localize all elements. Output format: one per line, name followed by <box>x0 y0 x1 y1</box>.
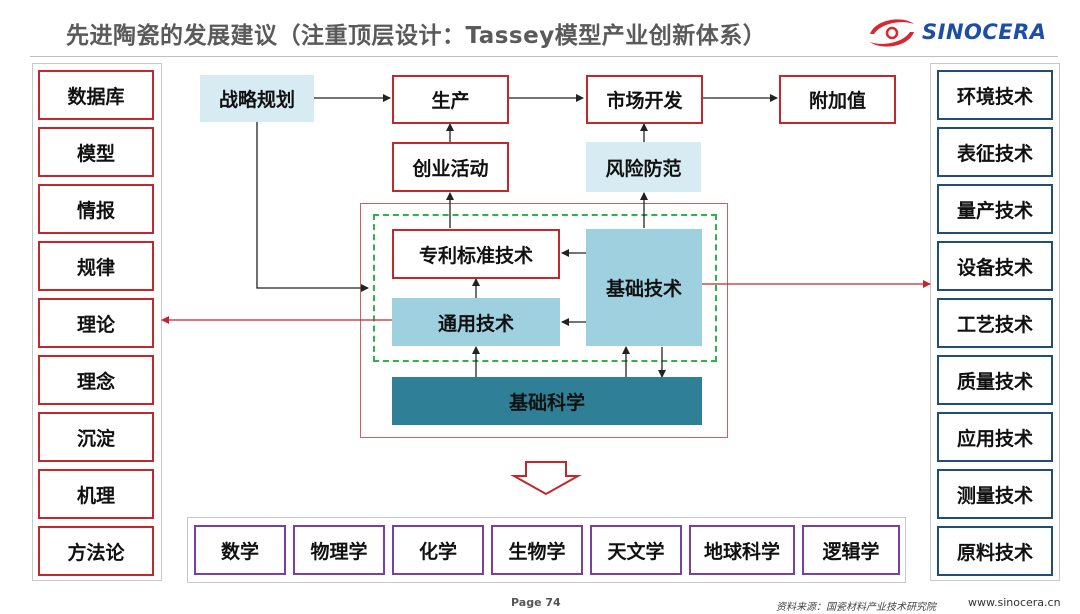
right-item-measurement-tech: 测量技术 <box>937 469 1053 519</box>
entrepreneurship-box: 创业活动 <box>392 142 509 192</box>
left-item-database: 数据库 <box>38 70 154 120</box>
logo-text: SINOCERA <box>922 20 1047 44</box>
bottom-item-logic: 逻辑学 <box>802 525 900 575</box>
company-logo: SINOCERA <box>864 14 1054 52</box>
bottom-item-astronomy: 天文学 <box>590 525 682 575</box>
base-tech-box: 基础技术 <box>586 229 702 346</box>
left-item-model: 模型 <box>38 127 154 177</box>
patent-standard-tech-box: 专利标准技术 <box>392 229 560 279</box>
bottom-item-physics: 物理学 <box>293 525 385 575</box>
bottom-item-biology: 生物学 <box>491 525 583 575</box>
left-item-intelligence: 情报 <box>38 184 154 234</box>
risk-prevention-box: 风险防范 <box>586 142 701 192</box>
left-item-law: 规律 <box>38 241 154 291</box>
right-item-mass-production-tech: 量产技术 <box>937 184 1053 234</box>
right-item-raw-material-tech: 原料技术 <box>937 526 1053 576</box>
right-item-equipment-tech: 设备技术 <box>937 241 1053 291</box>
right-item-environment-tech: 环境技术 <box>937 70 1053 120</box>
left-item-accumulation: 沉淀 <box>38 412 154 462</box>
right-item-quality-tech: 质量技术 <box>937 355 1053 405</box>
bottom-item-earth-science: 地球科学 <box>689 525 795 575</box>
right-item-application-tech: 应用技术 <box>937 412 1053 462</box>
market-development-box: 市场开发 <box>586 75 703 124</box>
left-item-theory: 理论 <box>38 298 154 348</box>
right-item-process-tech: 工艺技术 <box>937 298 1053 348</box>
source-note: 资料来源：国瓷材料产业技术研究院 <box>776 602 936 613</box>
value-added-box: 附加值 <box>779 75 896 124</box>
production-box: 生产 <box>392 75 509 124</box>
right-item-characterization-tech: 表征技术 <box>937 127 1053 177</box>
base-science-box: 基础科学 <box>392 377 702 425</box>
bottom-item-chemistry: 化学 <box>392 525 484 575</box>
page-number: Page 74 <box>511 596 561 609</box>
website-url: www.sinocera.cn <box>968 596 1061 609</box>
strategy-planning-box: 战略规划 <box>200 75 314 122</box>
left-item-mechanism: 机理 <box>38 469 154 519</box>
logo-mark-icon <box>870 19 914 47</box>
page-title: 先进陶瓷的发展建议（注重顶层设计：Tassey模型产业创新体系） <box>66 23 767 49</box>
title-divider <box>30 56 1058 57</box>
technology-group-frame <box>373 214 717 362</box>
down-arrow-icon <box>510 461 582 496</box>
generic-tech-box: 通用技术 <box>392 298 560 346</box>
left-item-methodology: 方法论 <box>38 526 154 576</box>
bottom-item-math: 数学 <box>194 525 286 575</box>
left-item-concept: 理念 <box>38 355 154 405</box>
